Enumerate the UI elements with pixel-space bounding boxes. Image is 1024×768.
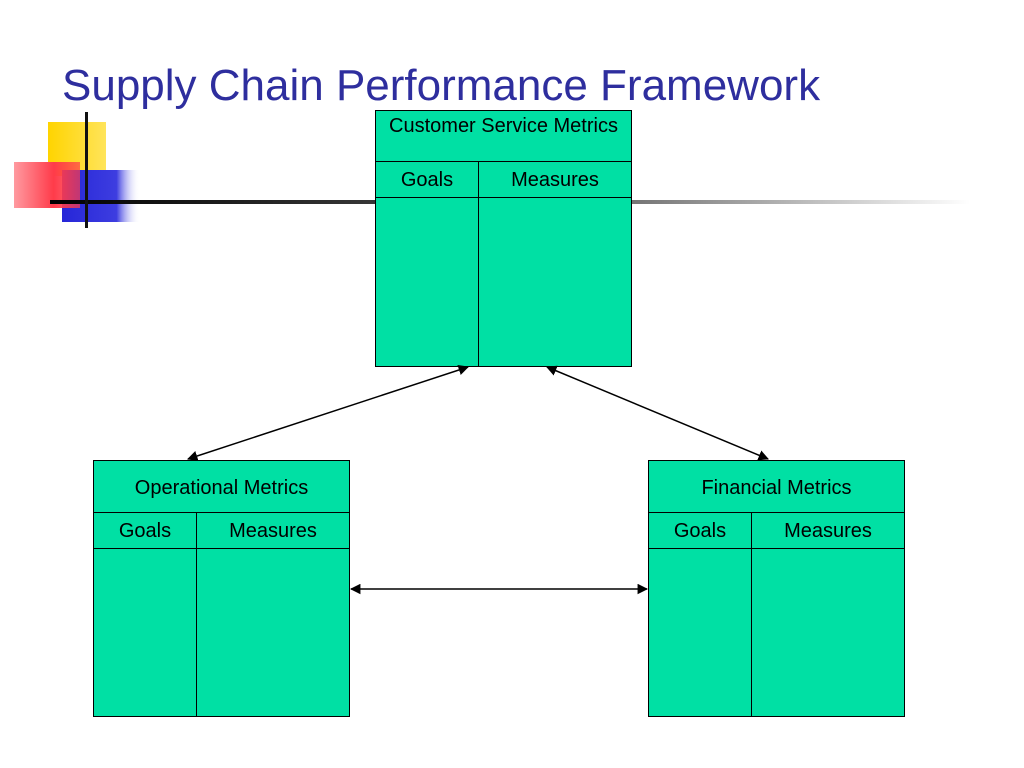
operational-measures-label: Measures [197,513,349,549]
customer-service-metrics-title: Customer Service Metrics [376,111,631,162]
customer-measures-label: Measures [479,162,631,198]
deco-vertical-rule [85,112,88,228]
operational-goals-column: Goals [94,513,197,716]
financial-goals-column: Goals [649,513,752,716]
customer-goals-column: Goals [376,162,479,366]
slide-title: Supply Chain Performance Framework [62,61,821,110]
financial-metrics-title: Financial Metrics [649,461,904,513]
operational-columns: Goals Measures [94,513,349,716]
financial-measures-label: Measures [752,513,904,549]
operational-metrics-box: Operational Metrics Goals Measures [93,460,350,717]
financial-metrics-box: Financial Metrics Goals Measures [648,460,905,717]
customer-service-columns: Goals Measures [376,162,631,366]
customer-measures-column: Measures [479,162,631,366]
financial-measures-column: Measures [752,513,904,716]
arrow-customer-operational [187,364,469,462]
financial-columns: Goals Measures [649,513,904,716]
customer-goals-label: Goals [376,162,478,198]
operational-metrics-title: Operational Metrics [94,461,349,513]
financial-goals-label: Goals [649,513,751,549]
customer-service-metrics-box: Customer Service Metrics Goals Measures [375,110,632,367]
arrow-customer-financial [546,365,769,461]
operational-goals-label: Goals [94,513,196,549]
operational-measures-column: Measures [197,513,349,716]
